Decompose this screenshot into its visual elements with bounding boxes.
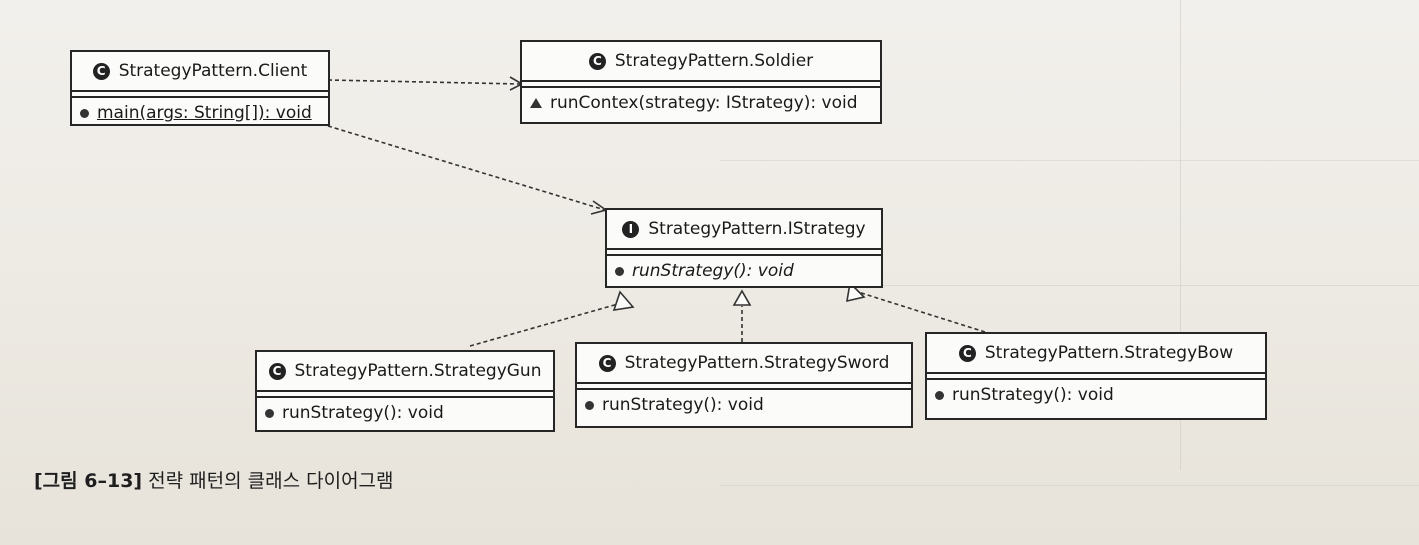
class-badge-icon: C <box>268 362 286 380</box>
attributes-compartment <box>927 374 1265 380</box>
class-strategy-sword-member: runStrategy(): void <box>602 395 764 415</box>
interface-badge-icon: I <box>622 220 640 238</box>
interface-istrategy[interactable]: I StrategyPattern.IStrategy runStrategy(… <box>605 208 883 288</box>
attributes-compartment <box>257 392 553 398</box>
class-strategy-bow-name: StrategyPattern.StrategyBow <box>984 343 1234 363</box>
public-visibility-icon <box>585 400 594 410</box>
public-visibility-icon <box>80 108 89 118</box>
class-strategy-bow[interactable]: C StrategyPattern.StrategyBow runStrateg… <box>925 332 1267 420</box>
ghost-column-line <box>1180 0 1181 470</box>
realization-triangle-gun <box>612 290 635 311</box>
operations-compartment: runContex(strategy: IStrategy): void <box>522 88 880 116</box>
class-badge-icon: C <box>588 52 606 70</box>
ghost-row-line <box>720 485 1419 486</box>
attributes-compartment <box>577 384 911 390</box>
class-strategy-sword-header: C StrategyPattern.StrategySword <box>577 344 911 384</box>
class-client-name: StrategyPattern.Client <box>118 61 308 81</box>
class-strategy-gun-header: C StrategyPattern.StrategyGun <box>257 352 553 392</box>
public-visibility-icon <box>615 266 624 276</box>
class-strategy-sword-name: StrategyPattern.StrategySword <box>624 353 890 373</box>
operations-compartment: runStrategy(): void <box>607 256 881 284</box>
realization-gun-line <box>469 301 626 347</box>
class-soldier[interactable]: C StrategyPattern.Soldier runContex(stra… <box>520 40 882 124</box>
operations-compartment: runStrategy(): void <box>257 398 553 426</box>
operations-compartment: runStrategy(): void <box>577 390 911 418</box>
class-soldier-member: runContex(strategy: IStrategy): void <box>550 93 858 113</box>
class-strategy-sword[interactable]: C StrategyPattern.StrategySword runStrat… <box>575 342 913 428</box>
realization-bow-line <box>857 291 986 333</box>
attributes-compartment <box>72 92 328 98</box>
interface-istrategy-member: runStrategy(): void <box>632 261 794 281</box>
class-badge-icon: C <box>598 354 616 372</box>
ghost-row-line <box>720 160 1419 161</box>
class-client-header: C StrategyPattern.Client <box>72 52 328 92</box>
class-soldier-header: C StrategyPattern.Soldier <box>522 42 880 82</box>
class-strategy-bow-member: runStrategy(): void <box>952 385 1114 405</box>
class-strategy-gun-name: StrategyPattern.StrategyGun <box>294 361 542 381</box>
figure-caption-text: 전략 패턴의 클래스 다이어그램 <box>148 470 394 492</box>
attributes-compartment <box>522 82 880 88</box>
interface-istrategy-header: I StrategyPattern.IStrategy <box>607 210 881 250</box>
class-client[interactable]: C StrategyPattern.Client main(args: Stri… <box>70 50 330 126</box>
package-visibility-icon <box>530 98 542 108</box>
class-badge-icon: C <box>92 62 110 80</box>
figure-caption: [그림 6–13] 전략 패턴의 클래스 다이어그램 <box>34 466 394 493</box>
class-soldier-name: StrategyPattern.Soldier <box>614 51 814 71</box>
class-strategy-bow-header: C StrategyPattern.StrategyBow <box>927 334 1265 374</box>
class-badge-icon: C <box>958 344 976 362</box>
operations-compartment: runStrategy(): void <box>927 380 1265 408</box>
realization-triangle-sword <box>732 289 752 306</box>
interface-istrategy-name: StrategyPattern.IStrategy <box>648 219 866 239</box>
public-visibility-icon <box>935 390 944 400</box>
attributes-compartment <box>607 250 881 256</box>
public-visibility-icon <box>265 408 274 418</box>
class-client-member: main(args: String[]): void <box>97 103 312 123</box>
ghost-row-line <box>720 285 1419 286</box>
figure-caption-label: [그림 6–13] <box>34 470 143 492</box>
class-strategy-gun-member: runStrategy(): void <box>282 403 444 423</box>
dependency-client-istrategy <box>327 125 606 211</box>
class-strategy-gun[interactable]: C StrategyPattern.StrategyGun runStrateg… <box>255 350 555 432</box>
dependency-client-soldier <box>327 79 521 85</box>
operations-compartment: main(args: String[]): void <box>72 98 328 126</box>
